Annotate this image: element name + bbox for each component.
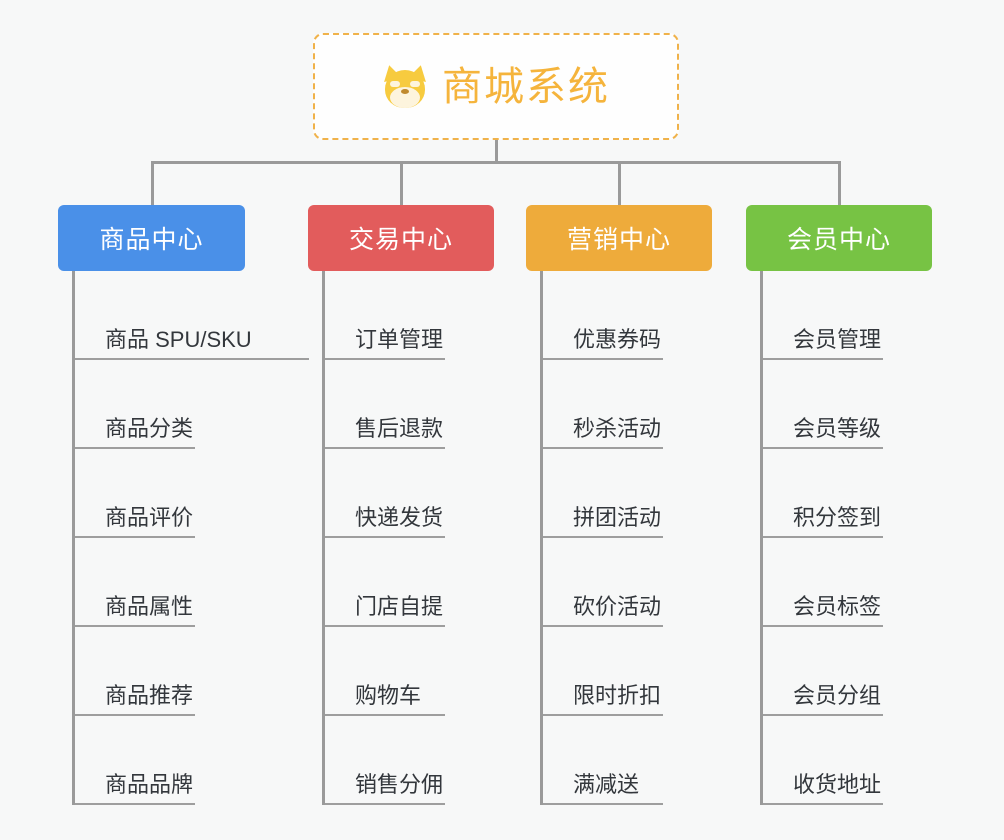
list-item-label: 砍价活动: [573, 594, 662, 619]
list-item-label: 商品属性: [105, 594, 194, 619]
list-item-label: 售后退款: [355, 416, 444, 441]
list-item[interactable]: 商品推荐: [75, 627, 195, 716]
root-title: 商城系统: [442, 64, 610, 109]
list-item-label: 门店自提: [355, 594, 444, 619]
column-3: 营销中心优惠券码秒杀活动拼团活动砍价活动限时折扣满减送: [526, 205, 782, 805]
list-item-label: 限时折扣: [573, 683, 662, 708]
root-node-area: 商城系统: [0, 0, 1004, 140]
column-items-2: 订单管理售后退款快递发货门店自提购物车销售分佣: [322, 271, 564, 805]
list-item[interactable]: 快递发货: [325, 449, 445, 538]
list-item[interactable]: 优惠券码: [543, 271, 663, 360]
list-item[interactable]: 会员等级: [763, 360, 883, 449]
list-item[interactable]: 收货地址: [763, 716, 883, 805]
list-item[interactable]: 商品评价: [75, 449, 195, 538]
list-item[interactable]: 销售分佣: [325, 716, 445, 805]
list-item[interactable]: 订单管理: [325, 271, 445, 360]
list-item[interactable]: 会员管理: [763, 271, 883, 360]
connector-bar: [150, 161, 841, 164]
list-item[interactable]: 门店自提: [325, 538, 445, 627]
root-stem: [495, 140, 498, 164]
list-item[interactable]: 购物车: [325, 627, 445, 716]
list-item-label: 商品推荐: [105, 683, 194, 708]
column-items-3: 优惠券码秒杀活动拼团活动砍价活动限时折扣满减送: [540, 271, 782, 805]
column-header-1[interactable]: 商品中心: [58, 205, 245, 271]
connector-drop-2: [400, 161, 403, 205]
list-item[interactable]: 限时折扣: [543, 627, 663, 716]
root-node-card[interactable]: 商城系统: [313, 33, 679, 140]
column-1: 商品中心商品 SPU/SKU 商品分类商品评价商品属性商品推荐商品品牌: [58, 205, 315, 805]
list-item-label: 商品品牌: [105, 772, 194, 797]
list-item-label: 销售分佣: [355, 772, 444, 797]
list-item-label: 购物车: [355, 683, 422, 708]
list-item[interactable]: 积分签到: [763, 449, 883, 538]
dog-face-icon: [380, 62, 430, 110]
list-item-label: 满减送: [573, 772, 640, 797]
list-item[interactable]: 商品 SPU/SKU: [75, 271, 309, 360]
list-item-label: 订单管理: [355, 327, 444, 352]
list-item[interactable]: 秒杀活动: [543, 360, 663, 449]
list-item-label: 会员标签: [793, 594, 882, 619]
column-header-3[interactable]: 营销中心: [526, 205, 712, 271]
column-items-1: 商品 SPU/SKU 商品分类商品评价商品属性商品推荐商品品牌: [72, 271, 315, 805]
connector-drop-4: [838, 161, 841, 205]
column-2: 交易中心订单管理售后退款快递发货门店自提购物车销售分佣: [308, 205, 564, 805]
list-item[interactable]: 满减送: [543, 716, 663, 805]
list-item[interactable]: 商品属性: [75, 538, 195, 627]
column-items-4: 会员管理会员等级积分签到会员标签会员分组收货地址: [760, 271, 1002, 805]
list-item[interactable]: 砍价活动: [543, 538, 663, 627]
list-item-label: 收货地址: [793, 772, 882, 797]
list-item-label: 会员等级: [793, 416, 882, 441]
list-item-label: 商品 SPU/SKU: [105, 327, 252, 352]
list-item-label: 商品评价: [105, 505, 194, 530]
column-header-2[interactable]: 交易中心: [308, 205, 494, 271]
list-item-label: 秒杀活动: [573, 416, 662, 441]
list-item-label: 积分签到: [793, 505, 882, 530]
column-4: 会员中心会员管理会员等级积分签到会员标签会员分组收货地址: [746, 205, 1002, 805]
list-item-label: 会员管理: [793, 327, 882, 352]
connector-drop-1: [150, 161, 154, 205]
connector-drop-3: [618, 161, 621, 205]
column-header-4[interactable]: 会员中心: [746, 205, 932, 271]
list-item[interactable]: 商品品牌: [75, 716, 195, 805]
list-item-label: 优惠券码: [573, 327, 662, 352]
list-item[interactable]: 会员分组: [763, 627, 883, 716]
list-item[interactable]: 拼团活动: [543, 449, 663, 538]
list-item[interactable]: 售后退款: [325, 360, 445, 449]
list-item-label: 拼团活动: [573, 505, 662, 530]
list-item-label: 会员分组: [793, 683, 882, 708]
list-item[interactable]: 商品分类: [75, 360, 195, 449]
list-item[interactable]: 会员标签: [763, 538, 883, 627]
list-item-label: 商品分类: [105, 416, 194, 441]
list-item-label: 快递发货: [355, 505, 444, 530]
